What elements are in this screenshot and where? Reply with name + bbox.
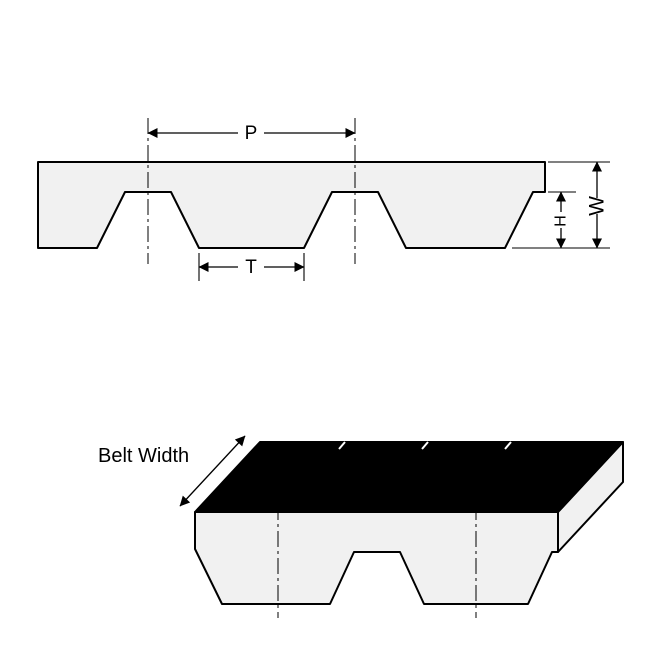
belt-profile-view: P T H W xyxy=(37,118,610,281)
belt-isometric-view: Belt Width xyxy=(98,435,624,618)
top-face-seam-tick xyxy=(421,441,429,450)
belt-width-label: Belt Width xyxy=(98,445,189,467)
top-face-seam-tick xyxy=(338,441,346,450)
top-face-seam-tick xyxy=(504,441,512,450)
belt-cross-section xyxy=(37,161,546,249)
belt-top-face xyxy=(194,441,624,513)
thickness-dimension: W xyxy=(586,161,609,249)
belt-width-arrow xyxy=(179,435,246,507)
belt-front-face xyxy=(194,511,559,605)
tooth-width-dimension: T xyxy=(198,253,305,281)
pitch-label: P xyxy=(245,123,258,144)
tooth-width-label: T xyxy=(245,257,257,278)
thickness-label: W xyxy=(586,196,609,216)
pitch-dimension: P xyxy=(147,123,356,144)
tooth-height-dimension: H xyxy=(553,191,570,249)
tooth-height-label: H xyxy=(553,215,570,227)
